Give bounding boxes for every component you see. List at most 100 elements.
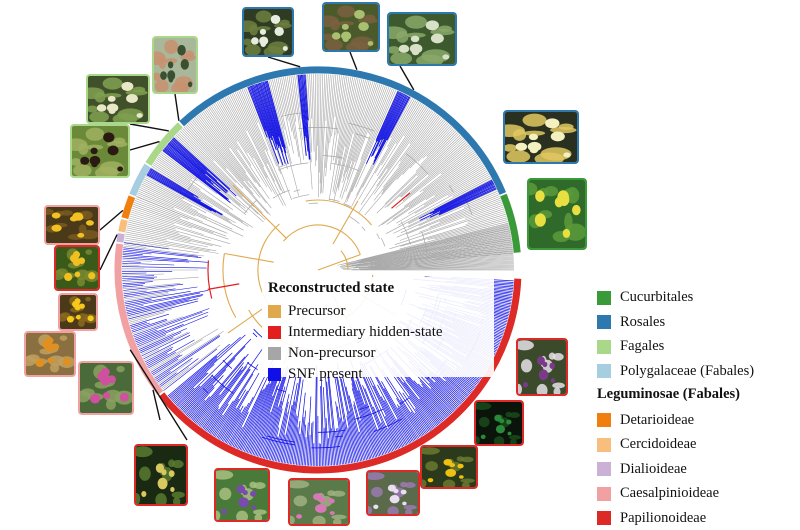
tree-leaf-snf [249,379,278,454]
tree-leaf-snf [291,379,304,465]
clade-label: Polygalaceae (Fabales) [620,362,755,379]
tree-leaf-snf [170,358,218,400]
leaf-shape [518,383,522,394]
tree-leaf [286,76,302,164]
flower-shape [160,71,167,80]
tree-leaf [320,74,325,194]
tree-leaf [122,252,143,255]
tree-leaf [180,129,263,214]
leaf-shape [405,15,428,29]
tree-leaf [315,73,317,161]
polygalaceae-swatch [597,364,611,378]
photo-papilionoideae-2 [474,400,524,446]
tree-leaf [407,179,492,224]
tree-leaf-snf [146,174,212,212]
tree-leaf [135,198,189,220]
tree-leaf-snf [170,140,228,192]
flower-shape [80,156,90,165]
tree-internal-branch-snf [202,388,209,394]
tree-internal-branch [361,226,366,231]
tree-leaf-snf [308,434,311,466]
photo-rosales-1 [242,7,294,57]
leaf-shape [154,51,166,65]
plant-photo-image [26,333,74,375]
legend-item-snf-present: SNF present [268,365,518,384]
photo-caesalpinioideae-3 [24,331,76,377]
tree-leaf [127,221,191,238]
tree-leaf [196,115,248,181]
tree-leaf-snf [369,365,412,443]
tree-leaf-snf [179,374,214,409]
tree-leaf [399,203,503,241]
tree-leaf-snf [207,369,251,433]
tree-leaf-snf [335,401,345,465]
leaf-shape [85,296,91,302]
tree-internal-branch [292,194,310,199]
tree-leaf [174,136,259,215]
tree-leaf [290,75,297,115]
tree-leaf-snf [202,406,219,429]
leaf-shape [425,461,438,471]
tree-leaf [122,262,175,266]
tree-leaf [346,83,379,180]
tree-leaf [218,100,273,192]
tree-leaf [376,133,460,214]
tree-leaf-snf [147,173,217,213]
tree-leaf [465,239,512,248]
tree-internal-branch [272,189,290,199]
tree-leaf-snf [302,424,307,466]
tree-leaf [373,117,442,201]
tree-leaf [346,81,374,173]
cercidoideae-swatch [597,437,611,452]
tree-leaf [130,211,204,235]
leaf-shape [59,335,68,341]
tree-leaf [347,232,511,265]
plant-photo-image [529,180,585,248]
tree-leaf [219,100,254,159]
tree-leaf-snf [277,374,297,462]
tree-leaf [356,222,509,261]
tree-leaf [389,213,506,250]
tree-leaf [352,256,514,268]
flower-shape [66,315,74,323]
leaf-shape [540,147,572,161]
leaf-shape [164,58,178,64]
tree-leaf-snf [242,376,275,452]
tree-leaf-snf [348,370,376,458]
tree-leaf [419,150,474,193]
leaf-shape [117,108,144,121]
tree-leaf [358,231,511,263]
tree-leaf [467,210,505,223]
tree-leaf [399,138,465,198]
tree-leaf [122,276,158,279]
tree-precursor-branch [332,200,359,245]
tree-leaf-snf [241,383,270,451]
plant-photo-image [88,76,148,122]
leaf-shape [256,26,271,31]
tree-leaf-snf [311,421,314,466]
ring-papilionoideae [158,278,522,474]
tree-leaf-snf [182,345,246,412]
tree-leaf-snf [361,373,395,451]
tree-leaf-snf [428,372,463,404]
plant-photo-image [368,472,418,514]
leaf-shape [422,479,427,487]
tree-leaf [355,250,514,267]
tree-leaf-snf [295,433,301,465]
tree-leaf [122,257,190,263]
tree-leaf [129,215,176,230]
tree-leaf-snf [396,398,421,438]
tree-leaf [397,174,490,226]
tree-leaf [129,318,148,325]
tree-leaf [142,182,192,208]
tree-leaf-snf [227,402,250,445]
tree-leaf [123,283,184,291]
tree-leaf-snf [383,388,414,442]
leaf-shape [350,36,374,49]
tree-leaf [208,106,238,150]
tree-leaf-snf [173,372,207,404]
tree-leaf-snf [276,412,288,462]
leaf-shape [564,212,573,231]
tree-leaf-snf [346,415,357,463]
tree-leaf [125,231,167,241]
